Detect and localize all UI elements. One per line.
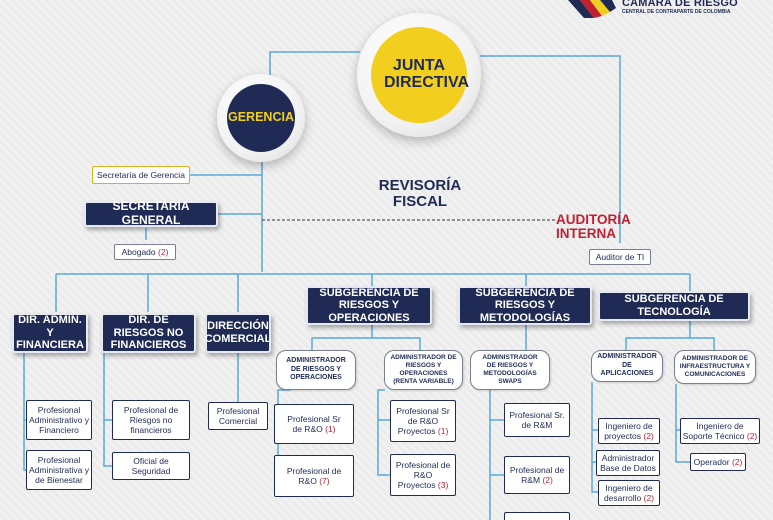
secretaria-gerencia-label: Secretaría de Gerencia (97, 169, 185, 180)
junta-directiva-node: JUNTA DIRECTIVA (371, 27, 470, 123)
dir-admin-financiera-label: DIR. ADMIN. Y FINANCIERA (16, 314, 84, 352)
adm-riesgos-operaciones-label: ADMINISTRADOR DE RIESGOS Y OPERACIONES (286, 357, 346, 382)
prof-ro-box: Profesional de R&O (7) (274, 455, 354, 497)
junta-directiva-label: JUNTA DIRECTIVA (384, 57, 470, 91)
ing-soporte-text: Ingeniero de Soporte Técnico (2) (681, 421, 759, 441)
adm-riesgos-operaciones-rv-pill: ADMINISTRADOR DE RIESGOS Y OPERACIONES (… (384, 350, 463, 390)
prof-sr-rm-box: Profesional Sr. de R&M (504, 403, 570, 437)
adm-riesgos-metodologias-label: ADMINISTRADOR DE RIESGOS Y METODOLOGÍAS … (482, 354, 538, 385)
abogado-count: (2) (158, 246, 169, 257)
prof-rm-box: Profesional de R&M (2) (504, 456, 570, 494)
prof-admin-financiero-box: Profesional Administrativo y Financiero (26, 400, 92, 440)
prof-ro-proyectos-text: Profesional de R&O Proyectos (3) (394, 460, 452, 491)
prof-rm-label: Profesional de R&M (509, 464, 565, 485)
auditor-ti-box: Auditor de TI (589, 249, 651, 265)
auditoria-interna: AUDITORÍA INTERNA (556, 212, 670, 242)
prof-sr-ro-box: Profesional Sr de R&O (1) (274, 404, 354, 444)
adm-aplicaciones-pill: ADMINISTRADOR DE APLICACIONES (591, 350, 663, 382)
prof-ro-proyectos-label: Profesional de R&O Proyectos (395, 459, 451, 491)
prof-ro-text: Profesional de R&O (7) (284, 466, 344, 486)
logo-tagline: CENTRAL DE CONTRAPARTE DE COLOMBIA (622, 9, 731, 15)
prof-rm-text: Profesional de R&M (2) (509, 465, 565, 485)
adm-base-datos-box: Administrador Base de Datos (596, 450, 660, 476)
gerencia-circle: GERENCIA (217, 74, 305, 162)
auditoria-interna-label: AUDITORÍA INTERNA (556, 212, 631, 242)
prof-rm-count: (2) (542, 475, 553, 485)
subgerencia-riesgos-metodologias-box: SUBGERENCIA DE RIESGOS Y METODOLOGÍAS (458, 286, 592, 325)
prof-sr-rm-label: Profesional Sr. de R&M (509, 409, 565, 430)
ing-desarrollo-label: Ingeniero de desarrollo (603, 482, 653, 503)
prof-admin-bienestar-label: Profesional Administrativa y de Bienesta… (29, 454, 89, 486)
subgerencia-riesgos-operaciones-box: SUBGERENCIA DE RIESGOS Y OPERACIONES (306, 286, 432, 325)
prof-sr-ro-proyectos-count: (1) (437, 426, 449, 437)
gerencia-label: GERENCIA (228, 110, 294, 125)
ing-desarrollo-text: Ingeniero de desarrollo (2) (600, 483, 658, 503)
dir-riesgos-nf-label: DIR. DE RIESGOS NO FINANCIEROS (110, 314, 187, 352)
direccion-comercial-box: DIRECCIÓN COMERCIAL (205, 313, 271, 353)
abogado-label: Abogado (121, 246, 156, 257)
prof-comercial-box: Profesional Comercial (208, 402, 268, 430)
oficial-seguridad-label: Oficial de Seguridad (131, 455, 171, 476)
adm-base-datos-label: Administrador Base de Datos (600, 452, 656, 473)
prof-admin-bienestar-box: Profesional Administrativa y de Bienesta… (26, 450, 92, 490)
prof-comercial-label: Profesional Comercial (216, 405, 260, 426)
prof-sr-ro-proyectos-label: Profesional Sr de R&O Proyectos (396, 405, 450, 437)
prof-ro-proyectos-count: (3) (437, 480, 449, 491)
subgerencia-tecnologia-box: SUBGERENCIA DE TECNOLOGÍA (598, 291, 750, 321)
abogado-box: Abogado (2) (114, 244, 176, 260)
ing-soporte-box: Ingeniero de Soporte Técnico (2) (680, 418, 760, 444)
prof-ro-label: Profesional de R&O (286, 465, 342, 486)
direccion-comercial-label: DIRECCIÓN COMERCIAL (204, 320, 272, 345)
subgerencia-riesgos-operaciones-label: SUBGERENCIA DE RIESGOS Y OPERACIONES (319, 286, 419, 324)
secretaria-general-label: SECRETARÍA GENERAL (112, 199, 190, 227)
dir-admin-financiera-box: DIR. ADMIN. Y FINANCIERA (12, 313, 88, 353)
adm-infraestructura-pill: ADMINISTRADOR DE INFRAESTRUCTURA Y COMUN… (674, 350, 756, 384)
ing-desarrollo-count: (2) (643, 493, 655, 503)
prof-riesgos-nf-box: Profesional de Riesgos no financieros (112, 400, 190, 440)
prof-sr-ro-text: Profesional Sr de R&O (1) (284, 414, 344, 434)
dir-riesgos-nf-box: DIR. DE RIESGOS NO FINANCIEROS (101, 313, 196, 353)
operador-box: Operador (2) (690, 453, 746, 471)
logo: CÁMARA DE RIESGO CENTRAL DE CONTRAPARTE … (566, 0, 766, 22)
adm-riesgos-metodologias-pill: ADMINISTRADOR DE RIESGOS Y METODOLOGÍAS … (470, 350, 550, 390)
ing-proyectos-text: Ingeniero de proyectos (2) (600, 421, 658, 441)
prof-rm-extra-box (504, 512, 570, 520)
prof-sr-ro-label: Profesional Sr de R&O (287, 413, 341, 434)
secretaria-general-box: SECRETARÍA GENERAL (84, 199, 218, 227)
ing-proyectos-count: (2) (643, 431, 654, 441)
ing-proyectos-label: Ingeniero de proyectos (604, 420, 653, 441)
prof-sr-ro-proyectos-text: Profesional Sr de R&O Proyectos (1) (394, 406, 452, 437)
adm-riesgos-operaciones-rv-label: ADMINISTRADOR DE RIESGOS Y OPERACIONES (… (390, 354, 457, 385)
logo-name: CÁMARA DE RIESGO (622, 0, 738, 9)
prof-riesgos-nf-label: Profesional de Riesgos no financieros (123, 404, 179, 436)
junta-directiva-circle: JUNTA DIRECTIVA (357, 13, 481, 137)
adm-infraestructura-label: ADMINISTRADOR DE INFRAESTRUCTURA Y COMUN… (679, 355, 751, 378)
adm-aplicaciones-label: ADMINISTRADOR DE APLICACIONES (597, 353, 657, 378)
prof-admin-financiero-label: Profesional Administrativo y Financiero (29, 404, 89, 436)
prof-sr-ro-count: (1) (325, 424, 336, 434)
adm-riesgos-operaciones-pill: ADMINISTRADOR DE RIESGOS Y OPERACIONES (276, 350, 356, 390)
prof-ro-count: (7) (319, 476, 330, 486)
logo-mark-icon (568, 0, 616, 18)
subgerencia-riesgos-metodologias-label: SUBGERENCIA DE RIESGOS Y METODOLOGÍAS (475, 286, 575, 324)
secretaria-gerencia-box: Secretaría de Gerencia (92, 166, 190, 184)
operador-count: (2) (731, 456, 743, 467)
gerencia-node: GERENCIA (227, 84, 295, 152)
prof-ro-proyectos-box: Profesional de R&O Proyectos (3) (390, 454, 456, 496)
ing-soporte-label: Ingeniero de Soporte Técnico (682, 420, 745, 441)
prof-sr-ro-proyectos-box: Profesional Sr de R&O Proyectos (1) (390, 400, 456, 442)
auditor-ti-label: Auditor de TI (595, 251, 645, 262)
ing-desarrollo-box: Ingeniero de desarrollo (2) (598, 480, 660, 506)
ing-soporte-count: (2) (746, 431, 758, 441)
revisoria-fiscal: REVISORÍA FISCAL (370, 178, 470, 210)
ing-proyectos-box: Ingeniero de proyectos (2) (598, 418, 660, 444)
subgerencia-tecnologia-label: SUBGERENCIA DE TECNOLOGÍA (624, 293, 724, 318)
oficial-seguridad-box: Oficial de Seguridad (112, 452, 190, 480)
operador-label: Operador (693, 456, 730, 467)
revisoria-fiscal-label: REVISORÍA FISCAL (378, 177, 462, 210)
